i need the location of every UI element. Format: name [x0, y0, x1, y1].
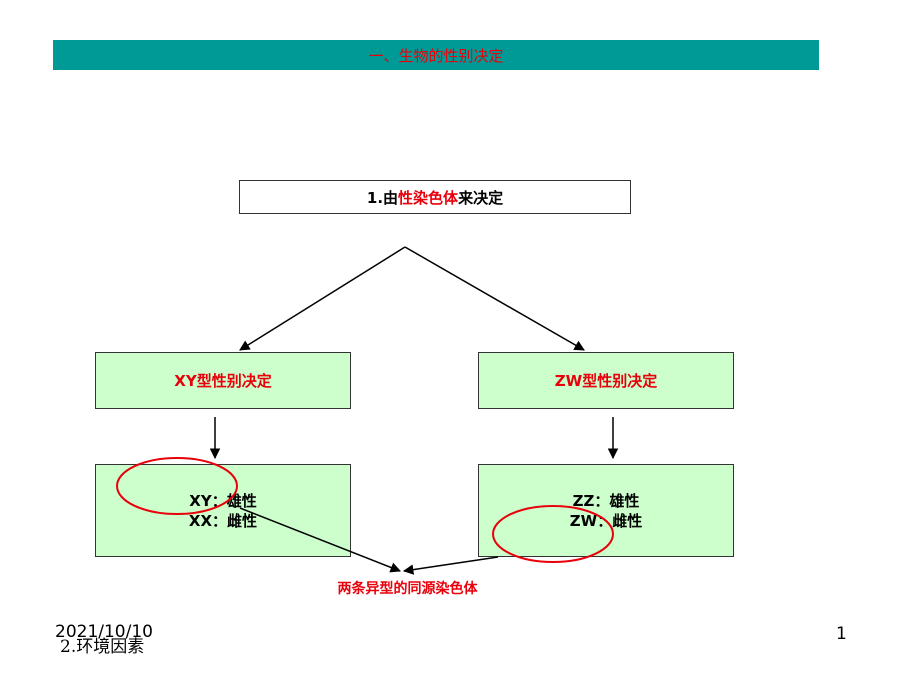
top-box-highlight: 性染色体: [398, 188, 459, 207]
top-box-suffix: 来决定: [458, 188, 504, 207]
footer-date: 2021/10/10: [55, 622, 153, 642]
bottom-label: 两条异型的同源染色体: [337, 581, 478, 597]
zz-male-line: ZZ：雄性: [572, 491, 640, 510]
section-title: 一、生物的性别决定: [368, 46, 504, 65]
pointer-arrow-right: [402, 556, 499, 575]
branch-arrow-right: [404, 246, 585, 351]
branch-arrow-left: [239, 246, 406, 351]
zw-type-label: ZW型性别决定: [554, 372, 658, 390]
xx-female-line: XX：雌性: [188, 511, 258, 530]
top-box: 1.由性染色体来决定: [239, 180, 631, 214]
section-title-bar: 一、生物的性别决定: [53, 40, 819, 70]
zw-female-line: ZW：雌性: [569, 511, 643, 530]
xy-type-box: XY型性别决定: [95, 352, 351, 409]
footer-environment-text: 2.环境因素: [60, 637, 145, 657]
zw-detail-box: ZZ：雄性 ZW：雌性: [478, 464, 734, 557]
xy-male-line: XY：雄性: [189, 491, 257, 510]
xy-type-label: XY型性别决定: [174, 372, 272, 390]
page-number: 1: [836, 624, 847, 644]
xy-detail-box: XY：雄性 XX：雌性: [95, 464, 351, 557]
top-box-prefix: 1.由: [366, 188, 399, 207]
zw-type-box: ZW型性别决定: [478, 352, 734, 409]
